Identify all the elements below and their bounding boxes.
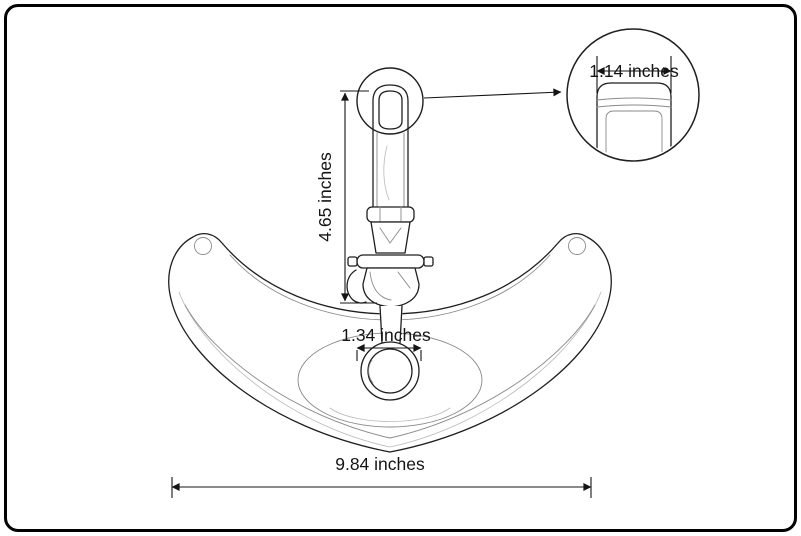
zoom-detail-border — [566, 28, 700, 162]
clip-jaw-shade — [369, 271, 392, 301]
base-contour-outer — [178, 291, 602, 448]
zoom-detail-circle: 1.14 inches — [566, 28, 700, 162]
hinge-bar — [356, 254, 425, 269]
zoom-detail-content — [596, 82, 672, 153]
clip-jaw — [362, 267, 420, 308]
zoom-cap-band-2 — [596, 104, 672, 108]
dim-ring-diameter: 1.34 inches — [341, 325, 431, 361]
stem-top-slot — [378, 90, 403, 130]
base-width-label: 9.84 inches — [335, 454, 425, 474]
stem-chevron — [379, 227, 402, 244]
stem-drawing — [366, 84, 415, 254]
stem-taper — [370, 221, 411, 254]
ring-inner — [367, 348, 413, 394]
stem-to-ring-left — [379, 305, 383, 344]
zoom-source-circle — [356, 67, 424, 135]
ring-diameter-label: 1.34 inches — [341, 325, 431, 345]
stem-to-ring-right — [399, 305, 403, 344]
stem-shading — [383, 145, 390, 201]
tip-curl-left — [194, 237, 212, 255]
clip-drawing — [346, 254, 434, 344]
stem-to-ring-fill — [379, 306, 403, 344]
tip-width-label: 1.14 inches — [589, 61, 679, 81]
hinge-pin-right — [423, 256, 434, 267]
tip-curl-right — [568, 237, 586, 255]
clip-jaw-line — [397, 271, 411, 289]
stem-body — [372, 84, 409, 215]
ring-drawing — [360, 341, 420, 401]
hinge-pin-left — [347, 256, 358, 267]
zoom-cap-band-1 — [596, 97, 672, 101]
stem-height-label: 4.65 inches — [315, 152, 335, 242]
dim-base-width: 9.84 inches — [171, 454, 592, 498]
zoom-stem-cap — [596, 82, 672, 153]
dim-stem-height: 4.65 inches — [315, 90, 377, 304]
ring-thickness — [368, 359, 374, 384]
base-contour-inner — [184, 304, 596, 439]
stem-collar — [366, 206, 415, 223]
base-depression-shade — [329, 407, 451, 422]
dim-tip-width: 1.14 inches — [589, 56, 679, 93]
zoom-inner-slot — [605, 110, 663, 153]
zoom-connector-arrow — [423, 88, 562, 99]
